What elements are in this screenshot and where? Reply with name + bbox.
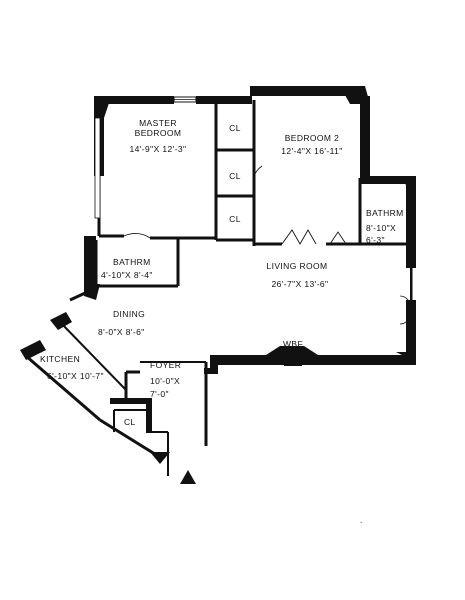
closet-mid-label: CL — [229, 171, 241, 181]
bath-right-dims-2: 6'-3" — [366, 235, 385, 245]
fireplace — [266, 346, 318, 366]
bedroom2-name: BEDROOM 2 — [285, 133, 340, 143]
dining-dims: 8'-0"X 8'-6" — [98, 327, 145, 337]
windows — [94, 96, 413, 300]
living-room-dims: 26'-7"X 13'-6" — [272, 279, 329, 289]
stray-mark: . — [360, 515, 363, 525]
bedroom2-dims: 12'-4"X 16'-11" — [281, 146, 342, 156]
kitchen-dims: 6'-10"X 10'-7" — [47, 371, 104, 381]
bath-left-name: BATHRM — [113, 257, 151, 267]
living-room-name: LIVING ROOM — [266, 261, 327, 271]
closet-low-label: CL — [229, 214, 241, 224]
kitchen-name: KITCHEN — [40, 354, 80, 364]
master-bedroom-dims: 14'-9"X 12'-3" — [130, 144, 187, 154]
door-swings — [123, 165, 411, 325]
bath-right-dims-1: 8'-10"X — [366, 223, 396, 233]
foyer-dims-1: 10'-0"X — [150, 376, 180, 386]
closet-top-label: CL — [229, 123, 241, 133]
closet-foyer-label: CL — [124, 417, 136, 427]
master-bedroom-name-1: MASTER — [139, 118, 177, 128]
dining-name: DINING — [113, 309, 145, 319]
room-labels: MASTER BEDROOM 14'-9"X 12'-3" CL CL CL B… — [40, 118, 404, 427]
wbf-label: WBF — [283, 339, 303, 349]
bath-right-name: BATHRM — [366, 208, 404, 218]
foyer-dims-2: 7'-0" — [150, 389, 169, 399]
interior-walls — [25, 100, 412, 476]
exterior-walls — [20, 86, 416, 464]
bath-left-dims: 4'-10"X 8'-4" — [101, 270, 153, 280]
master-bedroom-name-2: BEDROOM — [135, 128, 182, 138]
entrance-arrow-icon — [180, 470, 196, 484]
foyer-name: FOYER — [150, 360, 181, 370]
